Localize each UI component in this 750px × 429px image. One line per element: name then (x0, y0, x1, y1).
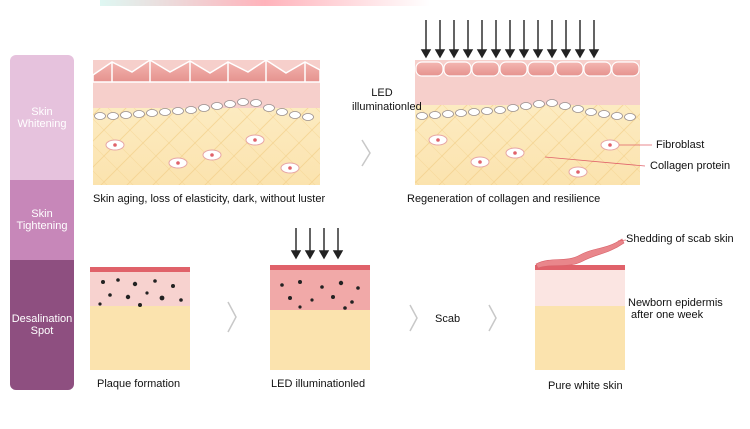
regenerated-skin-illustration (415, 20, 652, 185)
newborn-epidermis-label: Newborn epidermis after one week (628, 297, 723, 321)
chevron-right-icon (361, 139, 371, 167)
plaque-skin-illustration (90, 267, 190, 370)
sidebar-item-label: Tightening (16, 220, 68, 232)
chevron-right-icon (488, 304, 497, 332)
caption-led-illumination: LED illuminationled (271, 378, 366, 390)
collagen-protein-label: Collagen protein (650, 160, 731, 172)
led-label-line: LED (371, 87, 393, 99)
sidebar-item-label: Skin (31, 208, 53, 220)
scab-label: Scab (435, 313, 461, 325)
chevron-right-icon (227, 301, 237, 333)
scab-strip (535, 238, 625, 269)
led-arrow-label: LED illuminationled (352, 86, 422, 114)
sidebar-item-label: Skin (31, 105, 53, 118)
caption-plaque-formation: Plaque formation (97, 378, 181, 390)
sidebar-item-label: Whitening (17, 117, 67, 130)
fibroblast-label: Fibroblast (656, 139, 705, 151)
led-label-line: illuminationled (352, 101, 422, 113)
chevron-right-icon (409, 304, 418, 332)
newborn-label-line: after one week (631, 309, 704, 321)
caption-skin-aging: Skin aging, loss of elasticity, dark, wi… (93, 193, 326, 205)
collagen-pointer (544, 156, 646, 167)
sidebar-item-label: Desalination (11, 313, 73, 325)
top-glow (100, 0, 430, 6)
caption-regeneration: Regeneration of collagen and resilience (407, 193, 601, 205)
caption-pure-white-skin: Pure white skin (548, 380, 623, 392)
pure-skin-illustration (535, 238, 627, 370)
led-treated-skin-illustration (270, 228, 370, 370)
aged-skin-illustration (92, 59, 321, 185)
sidebar-item-label: Spot (30, 325, 54, 337)
newborn-label-line: Newborn epidermis (628, 297, 723, 309)
shedding-scab-label: Shedding of scab skin (626, 233, 734, 245)
